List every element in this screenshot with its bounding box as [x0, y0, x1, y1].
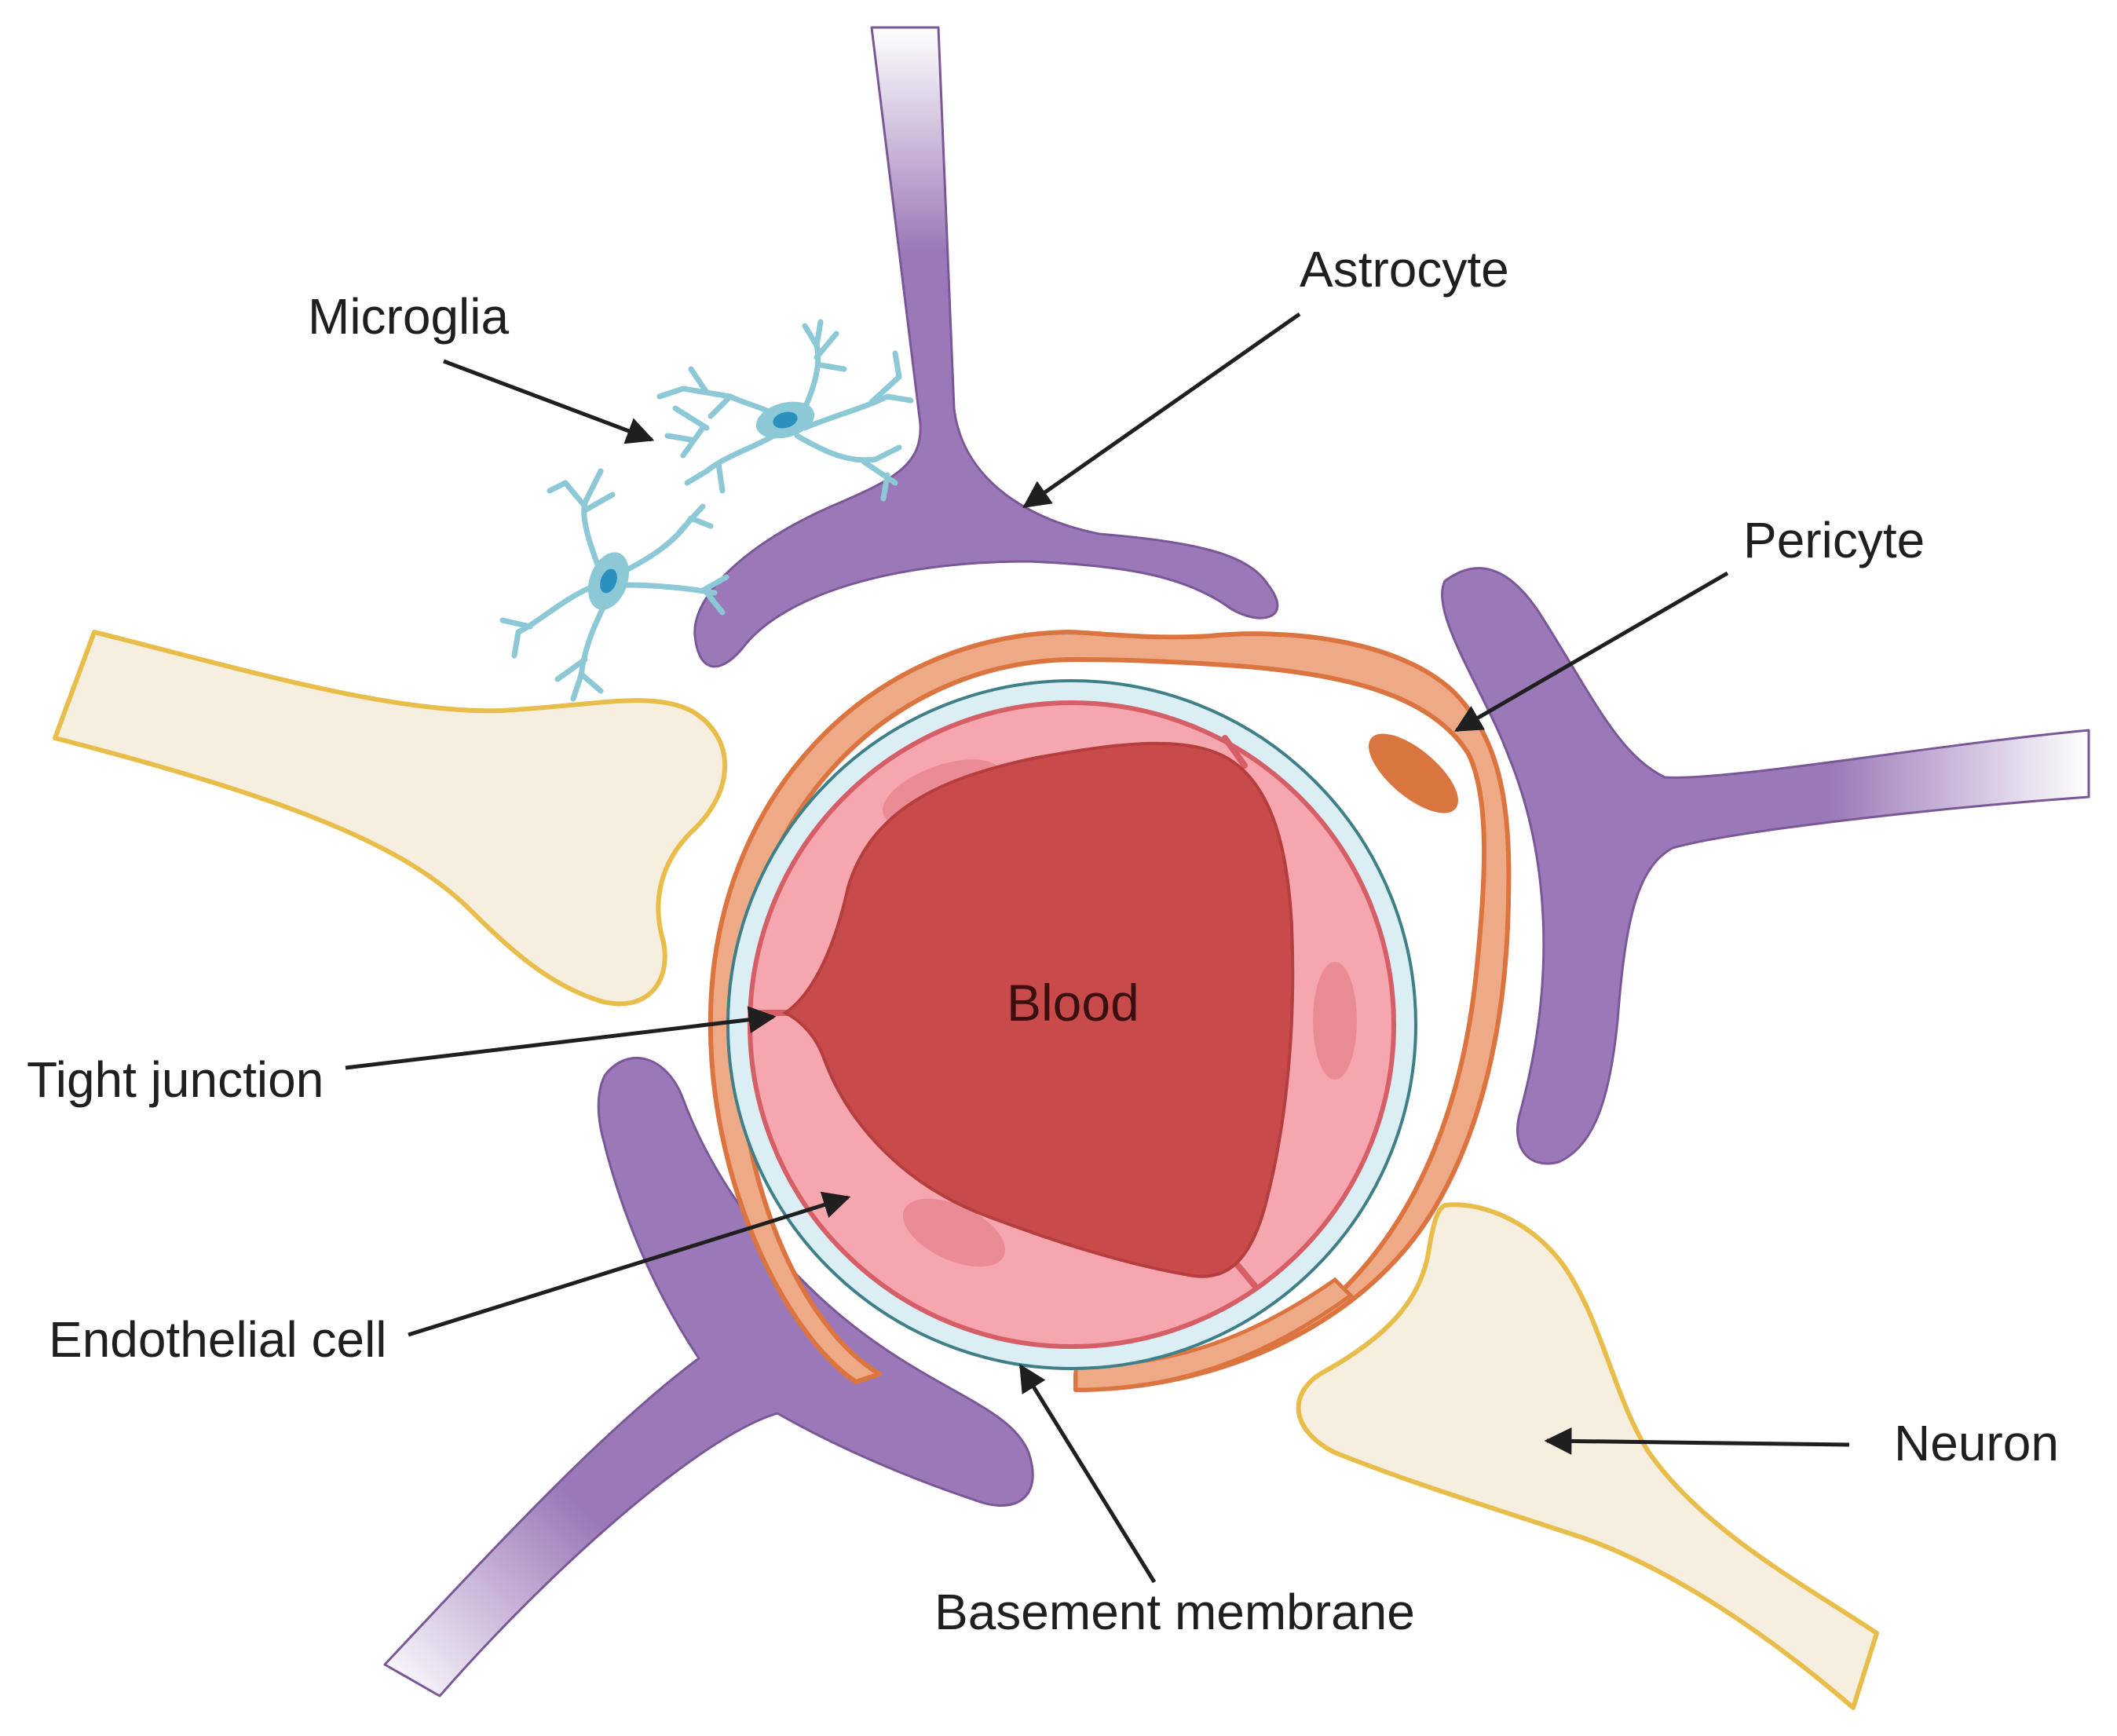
annotation-arrows	[345, 312, 1850, 1584]
arrow-neuron	[1544, 1427, 1850, 1455]
arrow-basement-membrane	[1018, 1364, 1157, 1584]
microglia-cells	[499, 319, 914, 702]
arrow-pericyte	[1453, 571, 1729, 733]
label-tight-junction: Tight junction	[27, 1051, 324, 1108]
astrocyte-right	[1440, 567, 2090, 1165]
label-basement-membrane: Basement membrane	[934, 1584, 1415, 1640]
blood-lumen	[782, 741, 1295, 1278]
label-blood: Blood	[1007, 974, 1139, 1032]
label-neuron: Neuron	[1894, 1415, 2059, 1471]
label-endothelial-cell: Endothelial cell	[49, 1311, 387, 1368]
arrow-astrocyte	[1022, 312, 1301, 509]
label-pericyte: Pericyte	[1743, 512, 1925, 568]
arrow-microglia	[443, 359, 655, 444]
neuron-left	[53, 630, 728, 1007]
arrow-tight-junction	[345, 1006, 777, 1070]
microglia-cell-1	[656, 319, 914, 502]
blood-vessel	[707, 630, 1512, 1392]
microglia-cell-2	[499, 468, 729, 702]
pericyte	[707, 630, 1512, 1392]
pericyte-nucleus	[1369, 733, 1458, 813]
label-astrocyte: Astrocyte	[1300, 241, 1509, 298]
label-microglia: Microglia	[308, 288, 509, 345]
neuron-bottom-right	[1296, 1202, 1879, 1710]
arrow-endothelial-cell	[408, 1191, 851, 1337]
astrocyte-top	[693, 26, 1279, 668]
